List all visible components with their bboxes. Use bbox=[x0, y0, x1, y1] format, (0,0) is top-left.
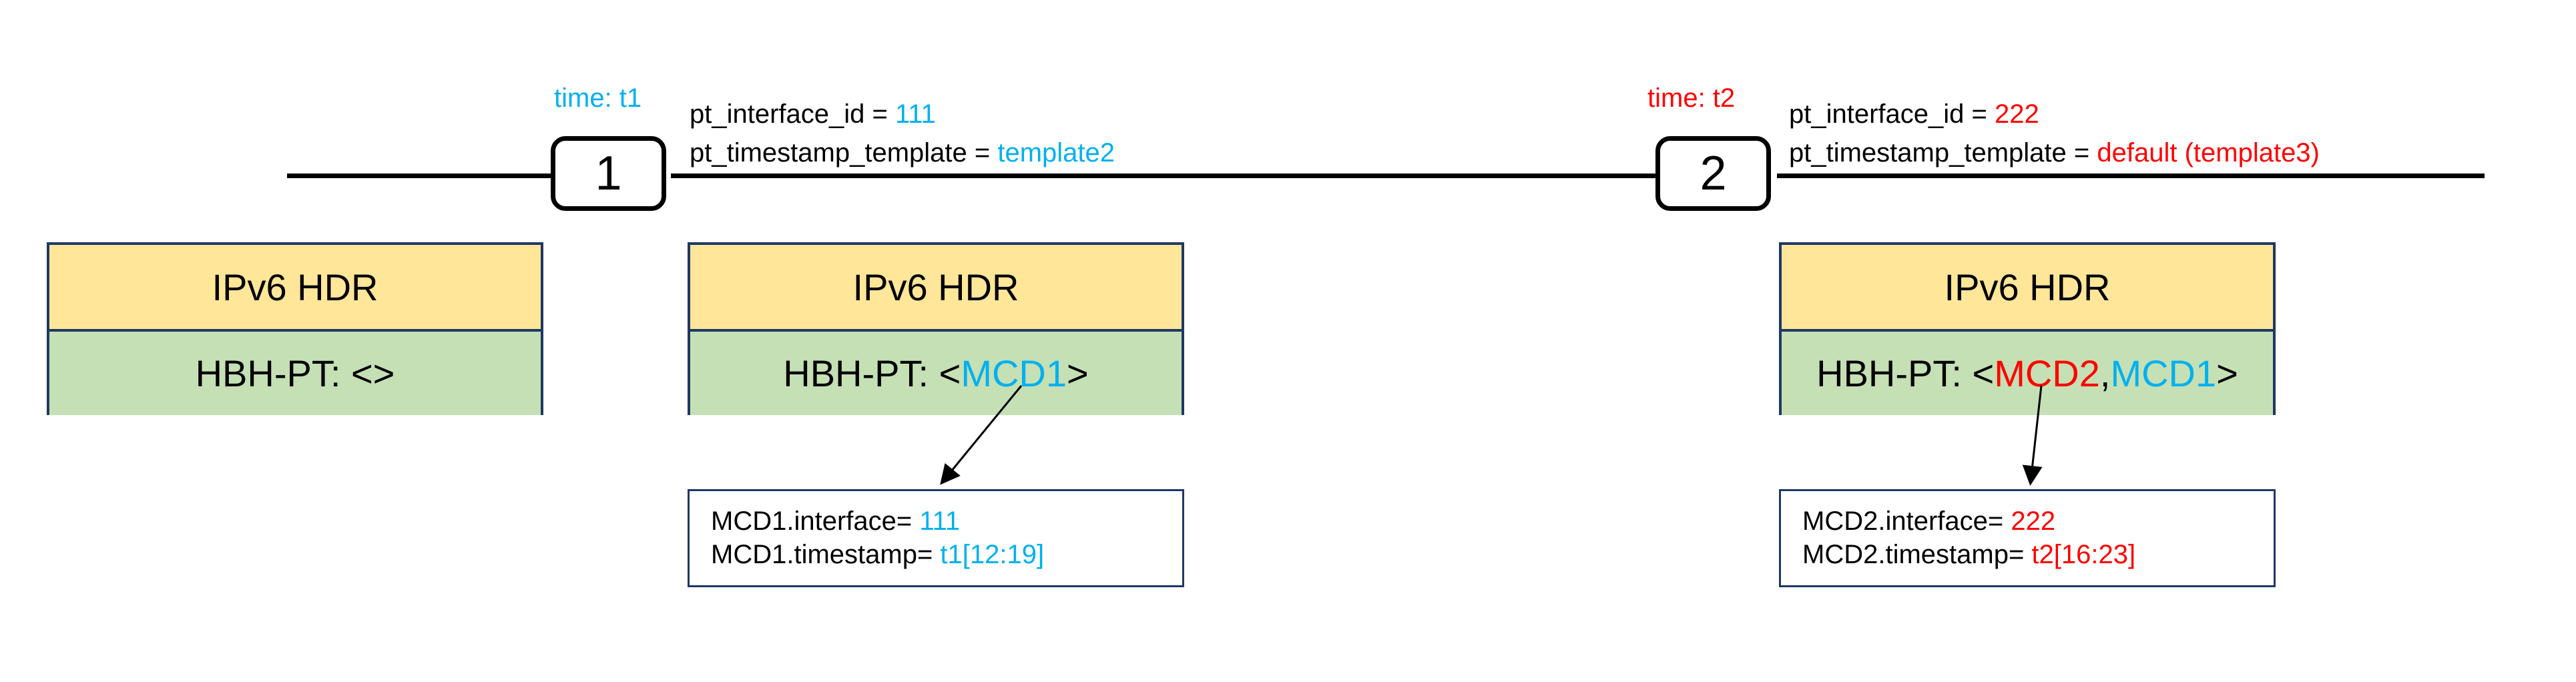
mcd1-interface-line: MCD1.interface= 111 bbox=[711, 504, 1182, 538]
node-2-template-key: pt_timestamp_template = bbox=[1789, 138, 2097, 167]
mcd2-detail-box: MCD2.interface= 222 MCD2.timestamp= t2[1… bbox=[1779, 489, 2276, 587]
node-2-template-value: default (template3) bbox=[2097, 138, 2320, 167]
mcd1-timestamp-line: MCD1.timestamp= t1[12:19] bbox=[711, 538, 1182, 571]
node-2-time-label: time: t2 bbox=[1647, 83, 1736, 113]
node-1-id: 1 bbox=[595, 147, 622, 200]
hbh-separator: , bbox=[2099, 352, 2111, 394]
node-2-interface-value: 222 bbox=[1995, 99, 2039, 129]
node-2-interface-param: pt_interface_id = 222 bbox=[1789, 95, 2039, 133]
timeline-line-left bbox=[287, 174, 554, 178]
hbh-suffix: > bbox=[2216, 352, 2238, 394]
hbh-prefix: HBH-PT: < bbox=[783, 352, 961, 394]
node-1-template-key: pt_timestamp_template = bbox=[690, 138, 998, 167]
mcd1-detail-box: MCD1.interface= 111 MCD1.timestamp= t1[1… bbox=[688, 489, 1184, 587]
mcd2-timestamp-key: MCD2.timestamp= bbox=[1802, 540, 2032, 569]
hbh-pt-field: HBH-PT: <MCD1> bbox=[690, 332, 1182, 415]
hbh-prefix: HBH-PT: < bbox=[1816, 352, 1995, 394]
node-2-interface-key: pt_interface_id = bbox=[1789, 99, 1995, 129]
hbh-suffix: > bbox=[1067, 352, 1089, 394]
mcd2-timestamp-line: MCD2.timestamp= t2[16:23] bbox=[1802, 538, 2274, 571]
ipv6-header: IPv6 HDR bbox=[690, 245, 1182, 332]
packet-initial: IPv6 HDR HBH-PT: <> bbox=[47, 242, 543, 415]
mcd1-timestamp-value: t1[12:19] bbox=[940, 540, 1045, 569]
mcd2-timestamp-value: t2[16:23] bbox=[2031, 540, 2136, 569]
hbh-prefix: HBH-PT: < bbox=[195, 352, 373, 394]
node-1: 1 bbox=[551, 136, 666, 211]
packet-after-node-1: IPv6 HDR HBH-PT: <MCD1> bbox=[688, 242, 1184, 415]
mcd1-timestamp-key: MCD1.timestamp= bbox=[711, 540, 941, 569]
hbh-pt-field: HBH-PT: <MCD2, MCD1> bbox=[1782, 332, 2273, 415]
node-1-interface-param: pt_interface_id = 111 bbox=[690, 95, 936, 133]
timeline-line-middle bbox=[671, 174, 1660, 178]
node-2: 2 bbox=[1655, 136, 1771, 211]
hbh-suffix: > bbox=[372, 352, 395, 394]
node-1-template-value: template2 bbox=[997, 138, 1115, 167]
mcd2-interface-line: MCD2.interface= 222 bbox=[1802, 504, 2274, 538]
hbh-mcd2: MCD2 bbox=[1994, 352, 2100, 394]
timeline-line-right bbox=[1777, 174, 2485, 178]
mcd2-interface-key: MCD2.interface= bbox=[1802, 506, 2011, 536]
node-2-template-param: pt_timestamp_template = default (templat… bbox=[1789, 133, 2320, 172]
ipv6-header: IPv6 HDR bbox=[49, 245, 541, 332]
mcd2-interface-value: 222 bbox=[2011, 506, 2056, 536]
arrow-mcd2-to-detail bbox=[2022, 385, 2043, 486]
hbh-mcd1: MCD1 bbox=[2110, 352, 2217, 394]
mcd1-interface-value: 111 bbox=[919, 506, 961, 536]
hbh-pt-field: HBH-PT: <> bbox=[49, 332, 541, 415]
node-2-id: 2 bbox=[1700, 147, 1727, 200]
node-1-interface-key: pt_interface_id = bbox=[690, 99, 895, 129]
ipv6-header: IPv6 HDR bbox=[1782, 245, 2273, 332]
node-1-time-label: time: t1 bbox=[554, 83, 642, 113]
arrow-mcd1-to-detail bbox=[940, 385, 1023, 485]
packet-after-node-2: IPv6 HDR HBH-PT: <MCD2, MCD1> bbox=[1779, 242, 2276, 415]
mcd1-interface-key: MCD1.interface= bbox=[711, 506, 920, 536]
hbh-mcd1: MCD1 bbox=[961, 352, 1067, 394]
node-1-interface-value: 111 bbox=[895, 99, 936, 129]
node-1-template-param: pt_timestamp_template = template2 bbox=[690, 133, 1115, 172]
